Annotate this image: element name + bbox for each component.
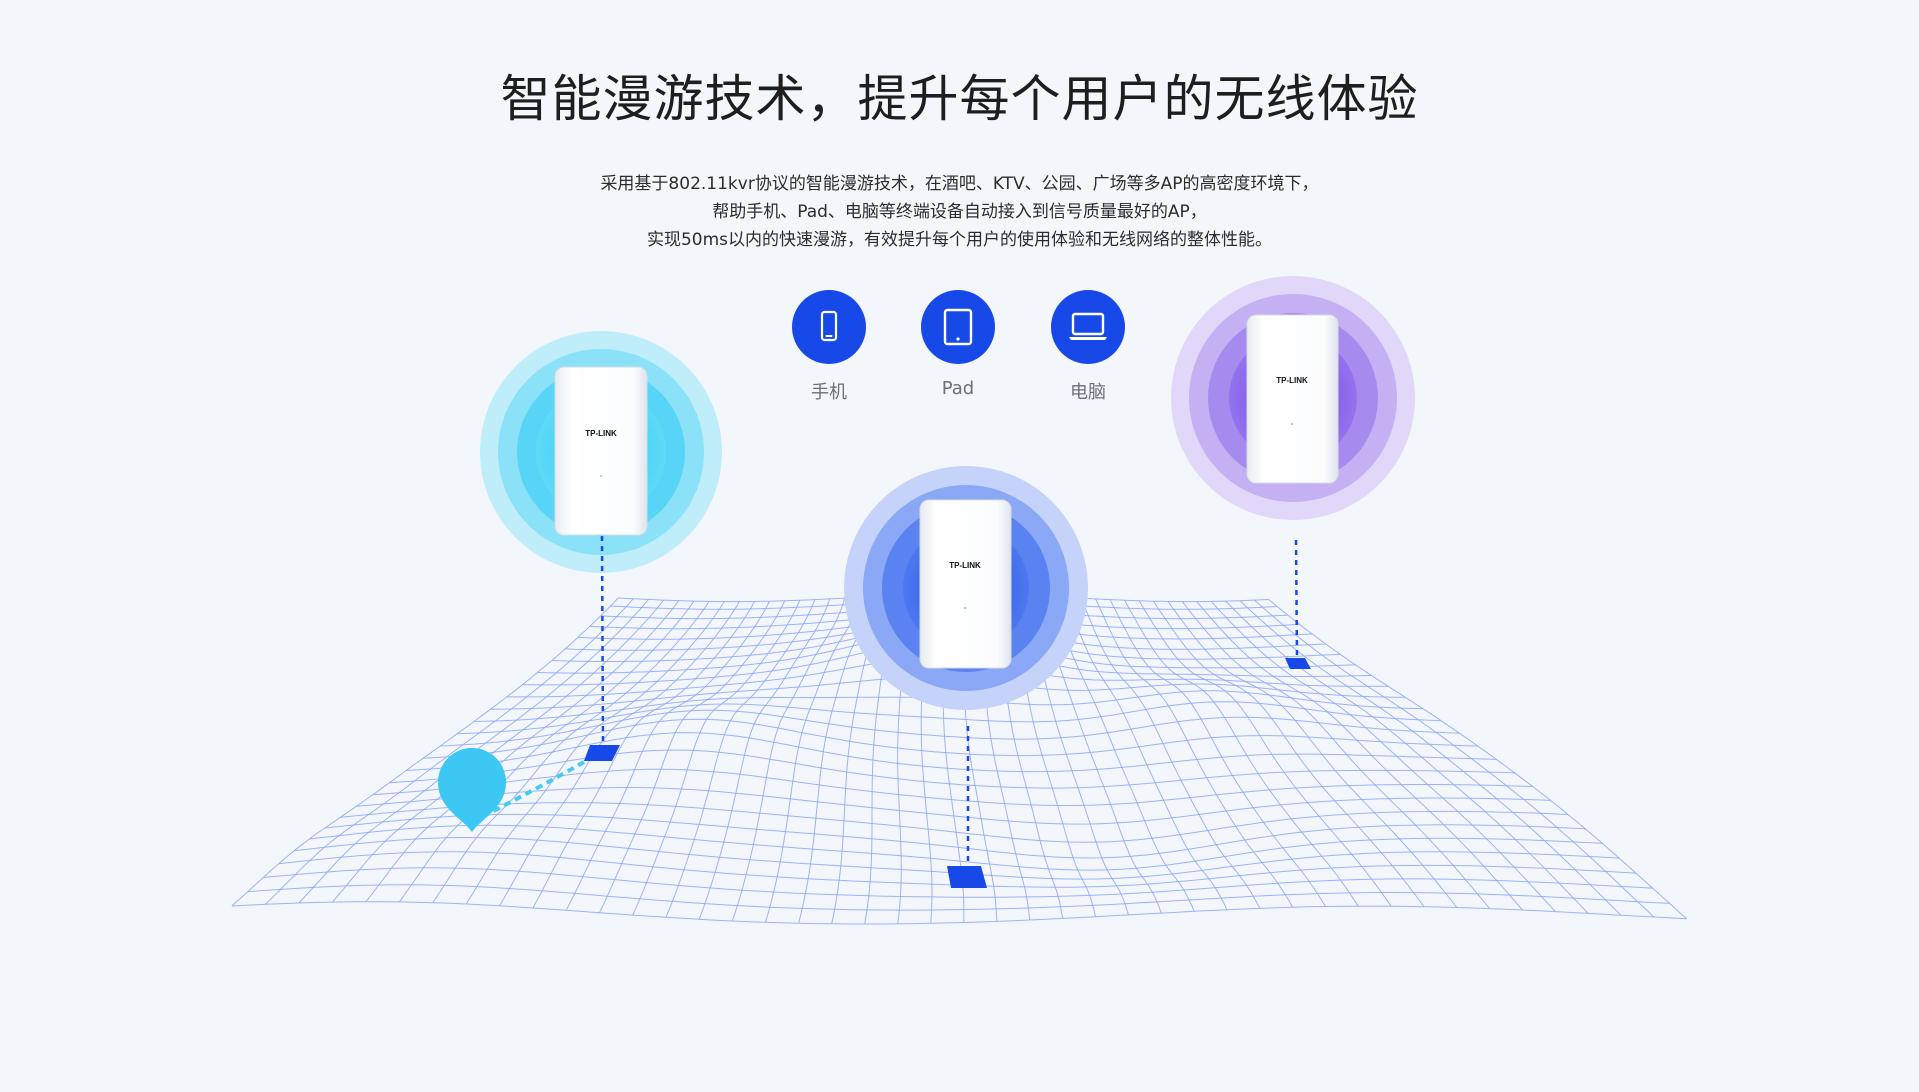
page-title: 智能漫游技术，提升每个用户的无线体验 xyxy=(500,70,1419,128)
location-pin-icon xyxy=(438,748,506,832)
phone-icon xyxy=(792,290,866,364)
feature-description: 采用基于802.11kvr协议的智能漫游技术，在酒吧、KTV、公园、广场等多AP… xyxy=(0,170,1919,254)
ap-brand-left: TP-LINK xyxy=(585,429,617,438)
description-line-1: 采用基于802.11kvr协议的智能漫游技术，在酒吧、KTV、公园、广场等多AP… xyxy=(600,174,1319,194)
access-point-right: TP-LINK xyxy=(1246,314,1339,484)
device-label-phone: 手机 xyxy=(811,382,847,403)
access-point-left: TP-LINK xyxy=(554,366,648,536)
access-point-center: TP-LINK xyxy=(919,499,1012,669)
floor-markers xyxy=(584,658,1311,888)
description-line-2: 帮助手机、Pad、电脑等终端设备自动接入到信号质量最好的AP， xyxy=(712,202,1207,222)
device-phone: 手机 xyxy=(769,290,889,404)
device-label-laptop: 电脑 xyxy=(1070,382,1106,403)
laptop-icon xyxy=(1051,290,1125,364)
tablet-icon xyxy=(921,290,995,364)
description-line-3: 实现50ms以内的快速漫游，有效提升每个用户的使用体验和无线网络的整体性能。 xyxy=(646,230,1273,250)
ap-brand-right: TP-LINK xyxy=(1276,376,1308,385)
device-pad: Pad xyxy=(898,290,1018,399)
device-label-pad: Pad xyxy=(941,378,975,399)
drop-lines xyxy=(600,535,1299,868)
device-laptop: 电脑 xyxy=(1028,290,1148,404)
ap-brand-center: TP-LINK xyxy=(949,561,981,570)
